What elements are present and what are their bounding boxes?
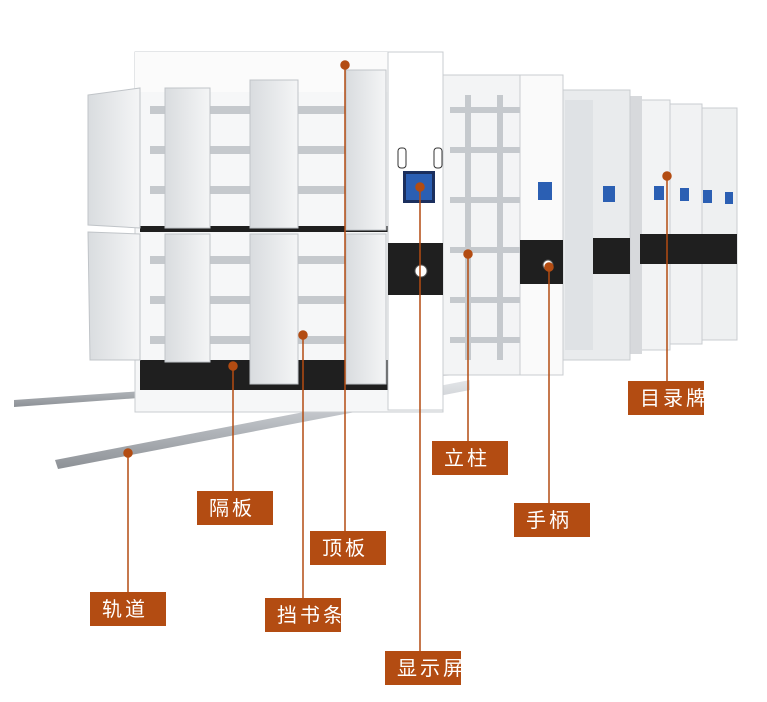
dark-band-mid — [520, 240, 563, 284]
leader-display — [415, 182, 425, 651]
handle-slot-right — [433, 147, 443, 169]
leader-handle — [544, 262, 554, 503]
door-2-lower — [164, 233, 211, 363]
dir-plate-d — [725, 192, 733, 204]
cabinet-mid — [442, 74, 564, 376]
cabinet-mid-side — [519, 74, 564, 376]
door-3-upper — [249, 79, 299, 229]
cabinet-group-far — [628, 96, 738, 354]
leader-directory — [662, 171, 672, 381]
door-left-lower — [87, 231, 141, 361]
label-directory-plate: 目录牌 — [628, 381, 706, 415]
cabinet-front — [87, 51, 444, 413]
label-handle: 手柄 — [514, 503, 590, 537]
dir-plate-c — [703, 190, 712, 203]
handle-slot-left — [397, 147, 407, 169]
label-shelf: 隔板 — [197, 491, 273, 525]
label-top-panel: 顶板 — [310, 531, 386, 565]
dir-plate-a — [654, 186, 664, 200]
door-left-upper — [87, 87, 141, 229]
screen-mid-far — [603, 186, 615, 202]
cabinet-mid-far — [559, 89, 631, 361]
leader-book-stop — [298, 330, 308, 598]
mid-divider — [140, 226, 390, 232]
cabinet-mid-far-frame — [565, 100, 593, 350]
label-book-stop: 挡书条 — [265, 598, 343, 632]
label-post: 立柱 — [432, 441, 508, 475]
screen-mid — [538, 182, 552, 200]
label-display: 显示屏 — [385, 651, 463, 685]
dark-band-far — [640, 234, 737, 264]
front-handle-knob — [414, 264, 428, 278]
door-4-upper — [345, 69, 387, 231]
leader-post — [463, 249, 473, 441]
cabinet-far-3 — [664, 103, 703, 345]
cabinet-far-2 — [639, 99, 671, 351]
leader-track — [123, 448, 133, 592]
cabinet-far-4 — [699, 107, 738, 341]
dir-plate-b — [680, 188, 689, 201]
door-3-lower — [249, 233, 299, 385]
cabinet-far-1 — [628, 96, 642, 354]
side-panel — [387, 51, 444, 411]
shelf-frames-mid — [450, 95, 520, 360]
leader-lines — [123, 60, 672, 651]
door-2-upper — [164, 87, 211, 229]
dark-band-mid-far — [593, 238, 630, 274]
door-4-lower — [345, 233, 387, 385]
leader-shelf — [228, 361, 238, 491]
leader-top — [340, 60, 350, 531]
label-track: 轨道 — [90, 592, 166, 626]
